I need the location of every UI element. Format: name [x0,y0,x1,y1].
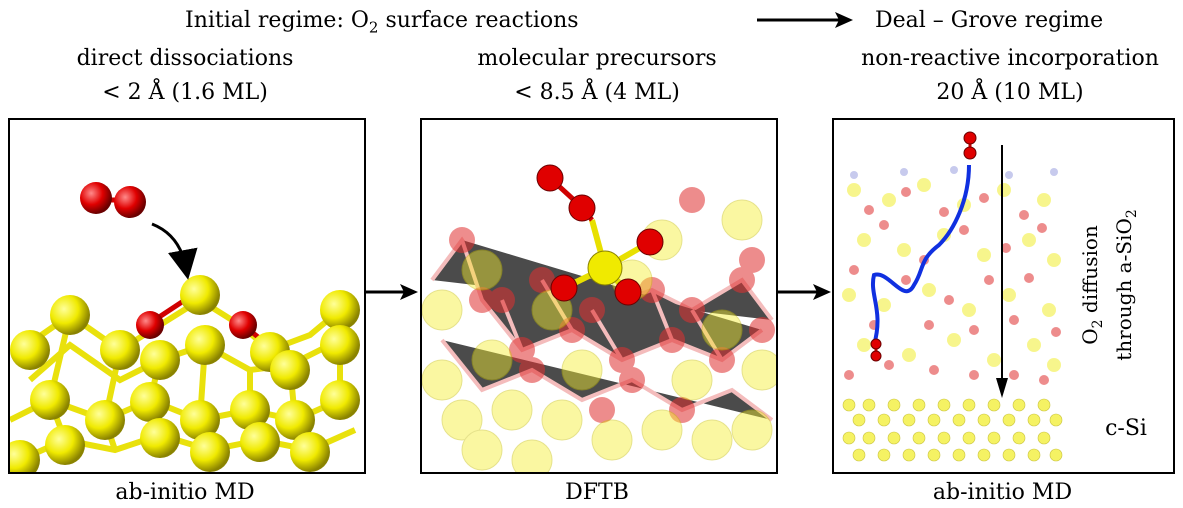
panel-2-title: molecular precursors [477,46,717,71]
panel-1-title: direct dissociations [76,46,294,71]
panel-1-depth: < 2 Å (1.6 ML) [102,80,268,105]
csi-label: c-Si [1105,416,1147,441]
regime-arrow [757,12,853,28]
panel-1-method: ab-initio MD [115,480,255,505]
diffusion-path [871,164,971,346]
panel-3-title: non-reactive incorporation [861,46,1159,71]
panel-3-method: ab-initio MD [932,480,1073,505]
panel-3-depth: 20 Å (10 ML) [936,80,1084,105]
initial-regime-label: Initial regime: O2 surface reactions [185,8,579,37]
panel-3-structure [842,131,1063,462]
panel-2-image [420,118,778,474]
panel-3-image: O2 diffusion through a-SiO2 c-Si [832,118,1175,474]
arrow-2-to-3 [777,284,831,300]
panel-2-structure [422,164,776,472]
panel-2-method: DFTB [565,480,629,505]
panel-1-image [8,118,366,474]
deal-grove-label: Deal – Grove regime [875,8,1104,33]
panel-1-structure [10,182,360,472]
arrow-1-to-2 [364,284,418,300]
panel-2-depth: < 8.5 Å (4 ML) [514,80,680,105]
side-label: O2 diffusion through a-SiO2 [1078,209,1140,361]
